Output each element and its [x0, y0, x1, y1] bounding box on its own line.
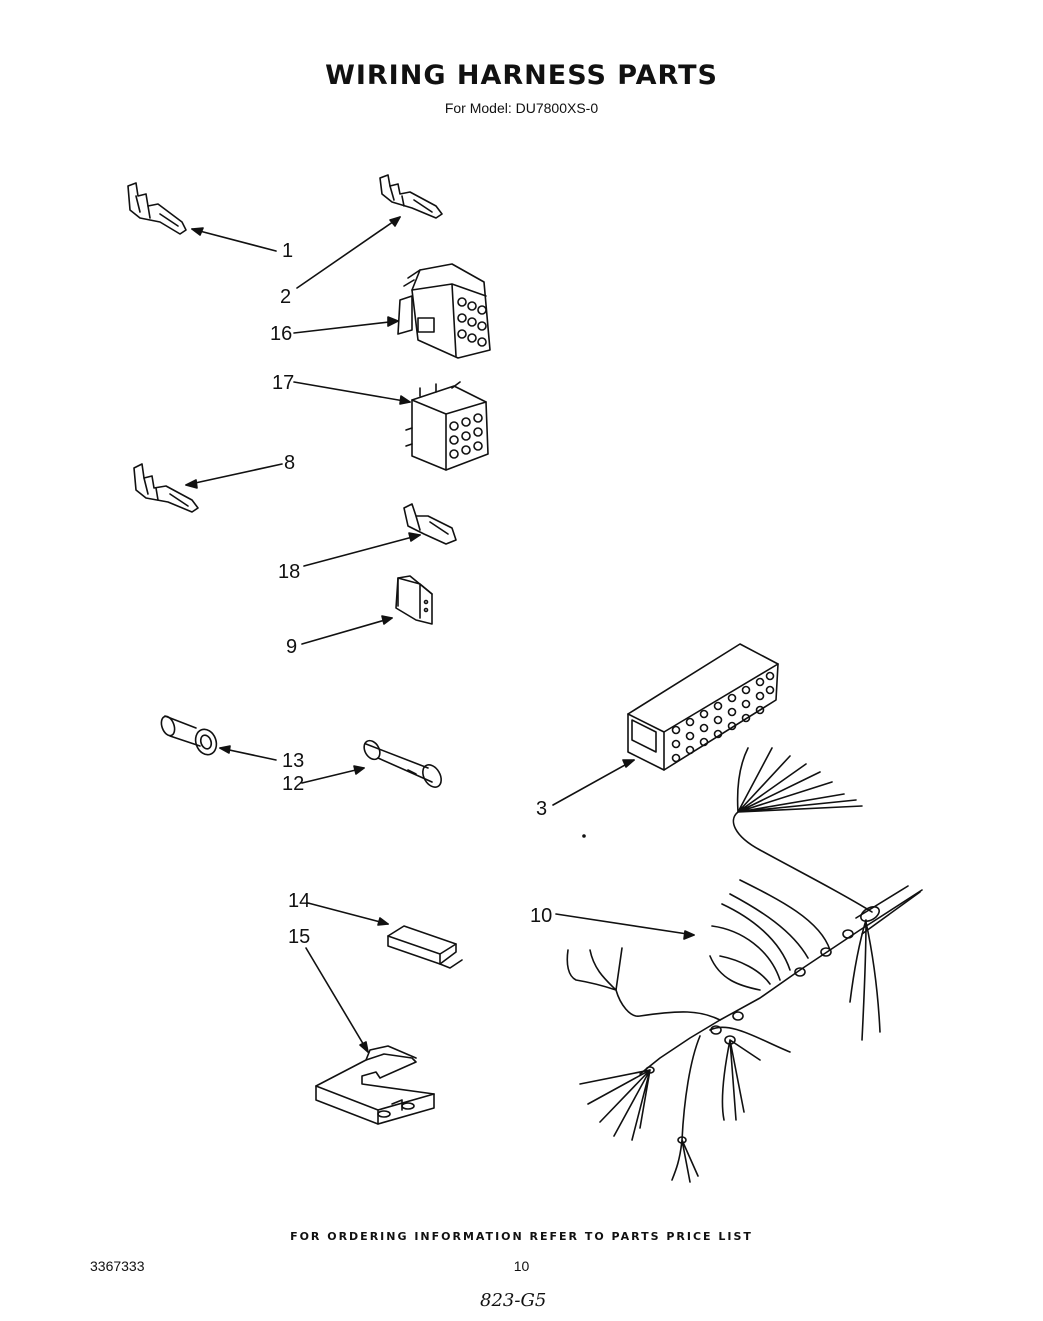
leader-17 — [293, 381, 411, 403]
part-10-wiring-harness-icon — [566, 747, 923, 1183]
part-1-terminal-icon — [127, 182, 187, 235]
part-14-clip-icon — [387, 925, 463, 969]
callout-15: 15 — [288, 926, 311, 948]
leader-15 — [305, 947, 369, 1053]
leader-16 — [293, 320, 399, 334]
part-13-bushing-icon — [160, 715, 218, 756]
callout-16: 16 — [270, 323, 293, 345]
callout-9: 9 — [286, 636, 298, 658]
callout-14: 14 — [288, 890, 311, 912]
document-number: 3367333 — [90, 1258, 145, 1274]
callout-10: 10 — [530, 905, 553, 927]
leader-12 — [301, 767, 365, 784]
part-18-terminal-icon — [403, 503, 457, 545]
leader-14 — [307, 902, 389, 925]
leader-2 — [296, 216, 401, 289]
callout-2: 2 — [280, 286, 292, 308]
ordering-info-footer: FOR ORDERING INFORMATION REFER TO PARTS … — [290, 1230, 753, 1243]
callout-1: 1 — [282, 240, 294, 262]
callout-3: 3 — [536, 798, 548, 820]
callout-18: 18 — [278, 561, 301, 583]
part-8-terminal-icon — [133, 463, 199, 513]
callout-17: 17 — [272, 372, 295, 394]
leader-3 — [552, 759, 635, 806]
part-12-sleeve-icon — [363, 739, 442, 788]
page-number: 10 — [513, 1258, 530, 1274]
leader-8 — [185, 463, 283, 486]
callout-13: 13 — [282, 750, 305, 772]
part-16-connector-icon — [397, 263, 491, 359]
model-subtitle: For Model: DU7800XS-0 — [444, 100, 599, 116]
leader-18 — [303, 534, 421, 567]
part-17-connector-icon — [405, 381, 489, 471]
part-15-bracket-icon — [315, 1045, 435, 1125]
leader-10 — [555, 913, 695, 936]
scan-speck — [582, 834, 586, 838]
page-title: WIRING HARNESS PARTS — [325, 60, 718, 91]
callout-8: 8 — [284, 452, 296, 474]
leader-9 — [301, 617, 393, 645]
part-3-connector-block-icon — [627, 643, 779, 771]
part-2-terminal-icon — [379, 174, 443, 219]
handwritten-note: 823-G5 — [480, 1290, 547, 1311]
leader-1 — [191, 228, 277, 252]
part-9-block-icon — [395, 575, 433, 625]
callout-12: 12 — [282, 773, 305, 795]
